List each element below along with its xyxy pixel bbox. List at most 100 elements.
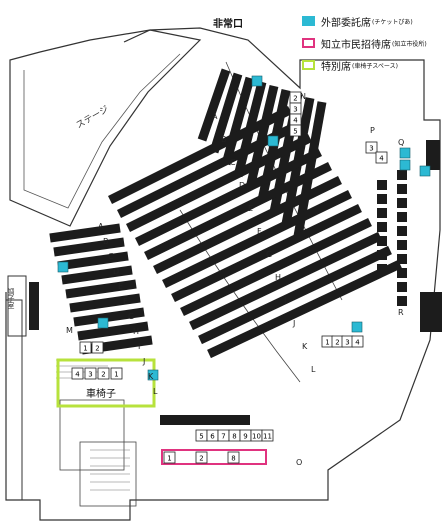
row-letter: A — [212, 112, 218, 121]
wheelchair-zone — [56, 358, 156, 408]
stair-area — [79, 441, 137, 507]
box-seat[interactable] — [365, 141, 378, 154]
outside-commission-seat[interactable] — [97, 317, 109, 329]
seat-row[interactable] — [135, 147, 322, 247]
wheelchair-seat[interactable] — [84, 367, 97, 380]
row-letter: B — [221, 135, 227, 144]
outside-commission-seat[interactable] — [351, 321, 363, 333]
row-letter: M — [66, 326, 73, 335]
legend-label: 知立市民招待席 — [321, 39, 391, 51]
hall-outline — [5, 27, 441, 521]
row-letter: B — [103, 237, 109, 246]
seat-row[interactable] — [61, 265, 133, 285]
row-letter: N — [300, 92, 306, 101]
legend-label: 外部委託席 — [321, 17, 371, 29]
row-letter: K — [148, 372, 154, 381]
wheelchair-seat[interactable] — [97, 367, 110, 380]
row-letter: A — [98, 222, 104, 231]
seat-row[interactable] — [171, 203, 362, 303]
legend-label: 特別席 — [321, 61, 351, 73]
outside-commission-seat[interactable] — [399, 159, 411, 171]
seat-row[interactable] — [69, 293, 141, 313]
seat-number: 2 — [293, 95, 297, 103]
seat-number: 1 — [83, 345, 87, 353]
seat-number: 1 — [167, 455, 171, 463]
box-seat[interactable] — [79, 341, 92, 354]
row-letter: G — [128, 312, 135, 321]
row-letter: O — [296, 458, 303, 467]
row-letter: L — [153, 387, 158, 396]
seat-number: 8 — [232, 433, 236, 441]
seat-row[interactable] — [221, 76, 255, 166]
outside-commission-swatch — [302, 16, 315, 26]
seat-row[interactable] — [207, 259, 402, 359]
box-seat[interactable] — [289, 124, 302, 137]
row-letter: J — [143, 357, 146, 366]
box-seat[interactable] — [163, 451, 176, 464]
legend-item-city-hall: 知立市民招待席 (知立市役所) — [302, 32, 444, 54]
row-letter: L — [311, 365, 316, 374]
seat-row[interactable] — [126, 133, 312, 233]
row-letter: C — [230, 158, 236, 167]
box-seat[interactable] — [227, 451, 240, 464]
wheelchair-label: 車椅子 — [86, 389, 116, 400]
row-letter: C — [108, 252, 114, 261]
row-letter: F — [257, 227, 262, 236]
wheelchair-seat[interactable] — [71, 367, 84, 380]
seat-row[interactable] — [73, 307, 145, 327]
row-letter: R — [398, 308, 404, 317]
outside-commission-seat[interactable] — [419, 165, 431, 177]
outside-commission-seat[interactable] — [399, 147, 411, 159]
row-letter: G — [266, 250, 273, 259]
seat-row[interactable] — [65, 279, 137, 299]
seat-row[interactable] — [57, 251, 129, 271]
seat-number: 11 — [263, 433, 272, 441]
seat-number: 2 — [335, 339, 339, 347]
seat-row[interactable] — [189, 231, 382, 331]
box-seat[interactable] — [375, 151, 388, 164]
row-letter: K — [302, 342, 308, 351]
seat-row[interactable] — [144, 161, 332, 261]
seat-row[interactable] — [107, 105, 293, 205]
outside-commission-seat[interactable] — [251, 75, 263, 87]
row-letter: F — [123, 297, 128, 306]
stage — [9, 29, 202, 227]
seat-number: 9 — [243, 433, 247, 441]
legend-note: (チケットぴあ) — [372, 18, 413, 26]
outside-commission-seat[interactable] — [57, 261, 69, 273]
seat-row[interactable] — [49, 223, 121, 243]
seat-row[interactable] — [53, 237, 125, 257]
row-letter: J — [293, 319, 296, 328]
seat-row[interactable] — [180, 217, 372, 317]
side-room — [7, 275, 27, 337]
seat-row[interactable] — [197, 68, 231, 142]
seat-row[interactable] — [153, 175, 342, 275]
seat-number: 4 — [293, 117, 298, 125]
wheelchair-seat[interactable] — [110, 367, 123, 380]
right-pillar-top — [426, 140, 440, 170]
left-wall-box — [5, 299, 23, 501]
legend-note: (車椅子スペース) — [352, 62, 398, 70]
right-pillar-bottom — [420, 292, 442, 332]
box-seat[interactable] — [351, 335, 364, 348]
seat-row[interactable] — [209, 72, 243, 154]
seat-number: 2 — [95, 345, 99, 353]
city-hall-swatch — [302, 38, 315, 48]
row-letter: Q — [398, 138, 405, 147]
seat-row[interactable] — [198, 245, 392, 345]
seat-row[interactable] — [162, 189, 352, 289]
outside-commission-seat[interactable] — [267, 135, 279, 147]
box-seat[interactable] — [261, 429, 274, 442]
row-letter: I — [138, 342, 141, 351]
seat-number: 2 — [199, 455, 203, 463]
box-seat[interactable] — [195, 451, 208, 464]
row-letter: E — [118, 282, 124, 291]
seat-row[interactable] — [77, 321, 149, 341]
seat-number: 1 — [114, 371, 118, 379]
seat-row[interactable] — [245, 84, 279, 190]
box-seat[interactable] — [91, 341, 104, 354]
seat-number: 3 — [345, 339, 349, 347]
outside-commission-seat[interactable] — [147, 369, 159, 381]
legend-item-special: 特別席 (車椅子スペース) — [302, 54, 444, 76]
